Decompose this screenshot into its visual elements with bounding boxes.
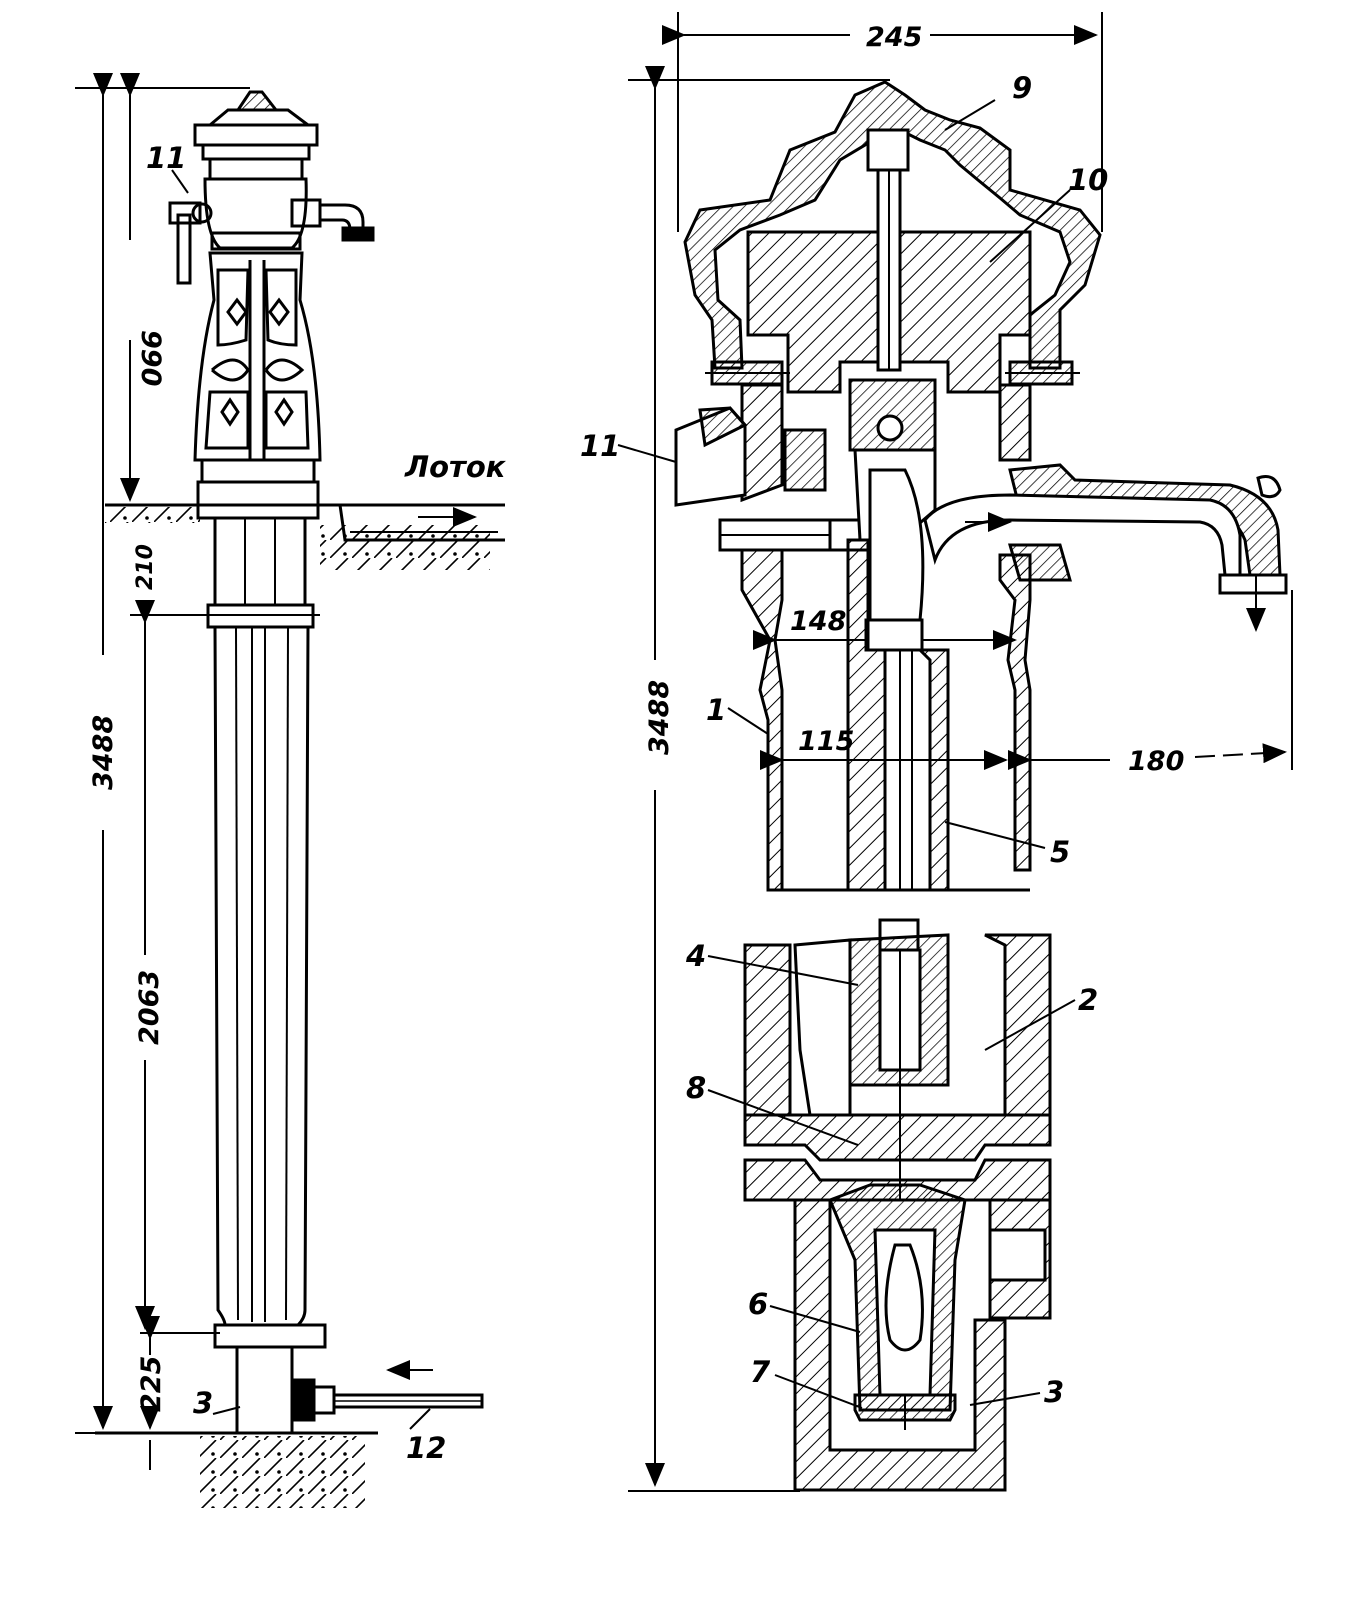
spout: [923, 463, 1288, 632]
lower-section: [743, 918, 1052, 1492]
left-elevation-view: [75, 73, 505, 1508]
callout-cap: 9: [1012, 71, 1032, 105]
tray-label: Лоток: [404, 450, 507, 484]
right-top-width: 245: [866, 22, 922, 53]
callout-base-housing: 3: [1044, 1375, 1064, 1409]
hydrant-head: [168, 90, 375, 520]
body: [674, 383, 1032, 892]
callout-gasket: 8: [686, 1071, 706, 1105]
right-leaders: [617, 99, 1076, 1409]
right-spout-reach: 180: [1128, 746, 1184, 777]
left-head-height: 990: [135, 330, 166, 386]
left-dimensions: [75, 73, 433, 1470]
callout-lower-pipe: 2: [1078, 983, 1098, 1017]
left-column-height: 2063: [134, 970, 165, 1045]
callout-weight: 10: [1068, 163, 1108, 197]
left-below-ground: 210: [133, 544, 158, 590]
supply-pipe-body: [290, 1378, 484, 1422]
base-ground: [95, 1431, 378, 1508]
valve-mechanism-upper: [846, 378, 950, 892]
right-section-view: [617, 12, 1293, 1492]
right-total-height: 3488: [644, 680, 675, 755]
left-callout-supply-pipe: 12: [406, 1431, 446, 1465]
hydrant-column: [206, 518, 327, 1433]
callout-valve-sleeve: 6: [748, 1287, 768, 1321]
ground-surface: [105, 503, 490, 570]
right-dimensions: [628, 12, 1293, 1492]
callout-handle: 11: [580, 429, 620, 463]
tray: [322, 503, 505, 542]
right-inner-diameter-upper: 148: [790, 606, 846, 637]
left-base-height: 225: [136, 1356, 167, 1412]
cap-bolts: [705, 360, 1080, 386]
callout-body: 1: [706, 693, 726, 727]
left-callout-pipe-base: 3: [193, 1386, 213, 1420]
callout-valve-seat: 7: [750, 1355, 771, 1389]
cap: [683, 80, 1102, 394]
left-total-height: 3488: [88, 715, 119, 790]
left-callout-handle: 11: [146, 141, 186, 175]
callout-rod-guide: 4: [685, 939, 706, 973]
right-inner-diameter-lower: 115: [798, 726, 854, 757]
left-leaders: [171, 169, 477, 1430]
callout-inner-pipe: 5: [1050, 835, 1070, 869]
